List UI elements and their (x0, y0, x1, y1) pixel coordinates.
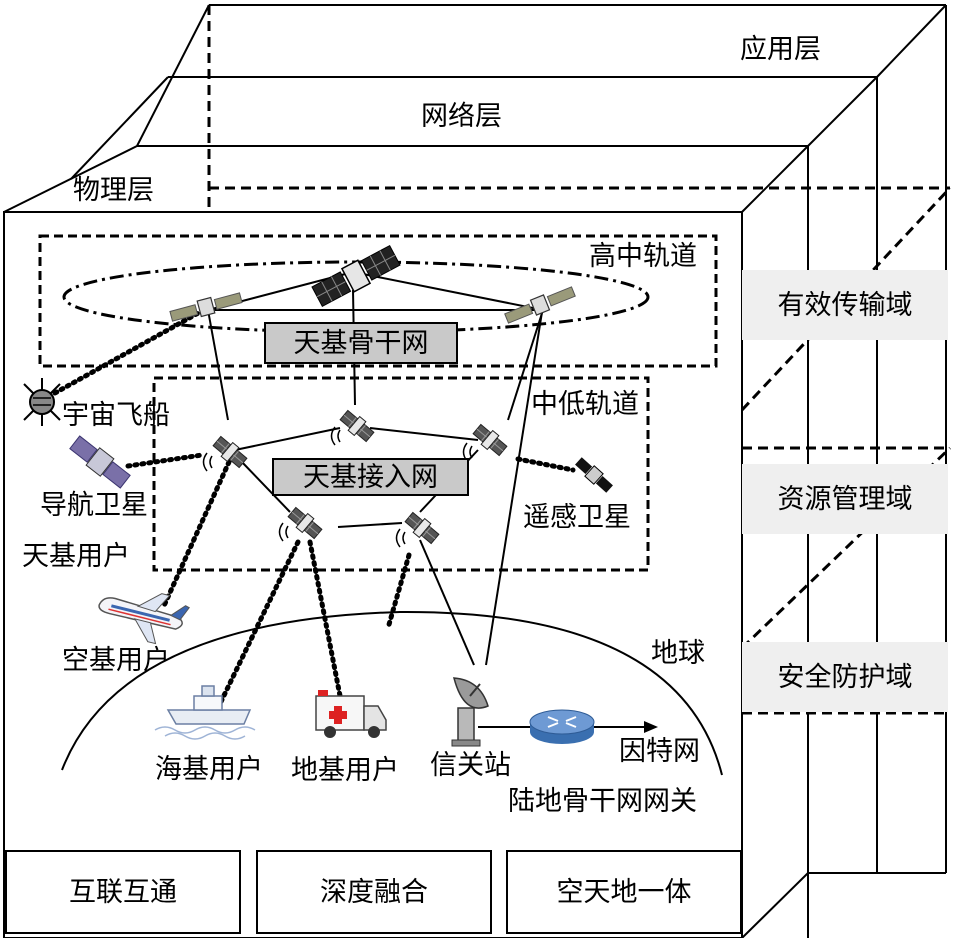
high-orbit-box (38, 234, 718, 368)
sea-users-label: 海基用户 (155, 754, 263, 785)
remote-sensing-satellite-icon (575, 457, 613, 493)
gateway-station-label: 信关站 (430, 750, 511, 781)
leo-satellite-icon (337, 407, 377, 445)
satellite-dish-icon (451, 677, 489, 747)
leo-satellite-icon (285, 504, 325, 542)
mid-low-orbit-box (152, 376, 650, 572)
geo-satellite-icon (311, 244, 401, 308)
mid-low-orbit-label: 中低轨道 (531, 389, 639, 420)
signal-icons (202, 426, 473, 548)
ground-users-label: 地基用户 (291, 755, 399, 786)
feature-box-interconnection: 互联互通 (5, 850, 241, 934)
ambulance-icon (315, 690, 387, 738)
dotted-links (52, 309, 576, 713)
domain-label: 资源管理域 (777, 483, 913, 515)
feature-label: 空天地一体 (556, 876, 692, 908)
feature-label: 深度融合 (320, 876, 428, 908)
navigation-satellite-icon (69, 435, 131, 489)
land-backbone-gateway-label: 陆地骨干网网关 (508, 786, 697, 817)
feature-label: 互联互通 (69, 876, 177, 908)
application-layer-label: 应用层 (740, 34, 821, 65)
ship-icon (154, 685, 256, 740)
earth-arc (61, 610, 723, 776)
domain-label: 有效传输域 (777, 289, 913, 321)
earth-label: 地球 (651, 638, 705, 669)
remote-sensing-satellite-label: 遥感卫星 (523, 502, 631, 533)
airplane-icon (98, 593, 190, 645)
physical-layer-label: 物理层 (73, 175, 154, 206)
spaceship-icon (23, 378, 61, 426)
navigation-satellite-label: 导航卫星 (40, 490, 148, 521)
feature-box-deep-fusion: 深度融合 (256, 850, 492, 934)
feature-box-space-air-ground: 空天地一体 (506, 850, 742, 934)
high-orbit-label: 高中轨道 (589, 241, 697, 272)
air-users-label: 空基用户 (62, 645, 170, 676)
spaceship-label: 宇宙飞船 (62, 400, 170, 431)
router-icon (529, 709, 595, 744)
network-layer-label: 网络层 (421, 101, 502, 132)
leo-satellite-icon (402, 509, 442, 547)
space-users-label: 天基用户 (22, 541, 130, 572)
internet-label: 因特网 (619, 736, 700, 767)
space-access-network-label: 天基接入网 (303, 461, 438, 493)
space-backbone-network-label: 天基骨干网 (293, 327, 429, 359)
resource-management-domain: 资源管理域 (742, 464, 948, 534)
effective-transmission-domain: 有效传输域 (742, 270, 948, 340)
security-protection-domain: 安全防护域 (742, 642, 948, 712)
space-access-network-box: 天基接入网 (272, 458, 469, 496)
high-orbit-satellite-left-icon (168, 289, 244, 325)
domain-label: 安全防护域 (777, 661, 913, 693)
space-backbone-network-box: 天基骨干网 (264, 322, 458, 364)
